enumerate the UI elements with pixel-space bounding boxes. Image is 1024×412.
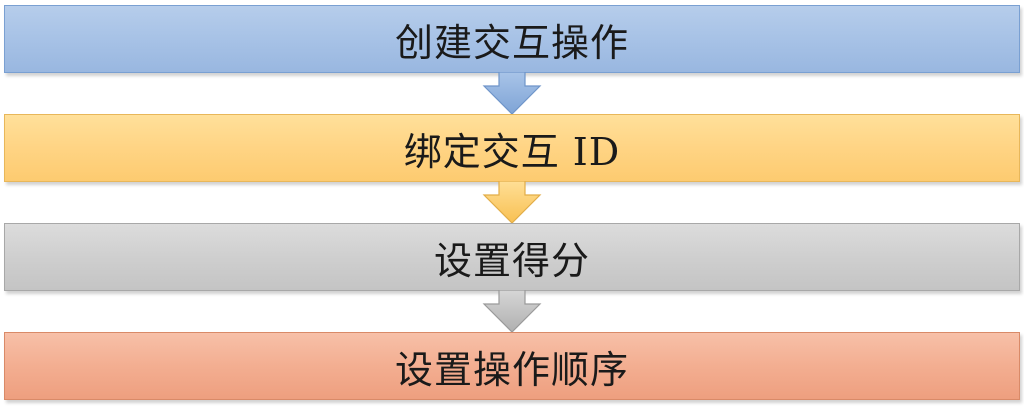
step-bind-interaction-id: 绑定交互 ID	[4, 114, 1020, 182]
step-label: 设置操作顺序	[394, 347, 629, 392]
arrow-down-icon	[482, 181, 542, 224]
step-label: 绑定交互 ID	[403, 129, 621, 174]
step-set-score: 设置得分	[4, 223, 1020, 291]
step-label: 设置得分	[433, 238, 590, 283]
step-create-interaction: 创建交互操作	[4, 5, 1020, 73]
arrow-down-icon	[482, 72, 542, 115]
arrow-down-icon	[482, 290, 542, 333]
step-set-operation-order: 设置操作顺序	[4, 332, 1020, 400]
step-label: 创建交互操作	[394, 20, 629, 65]
